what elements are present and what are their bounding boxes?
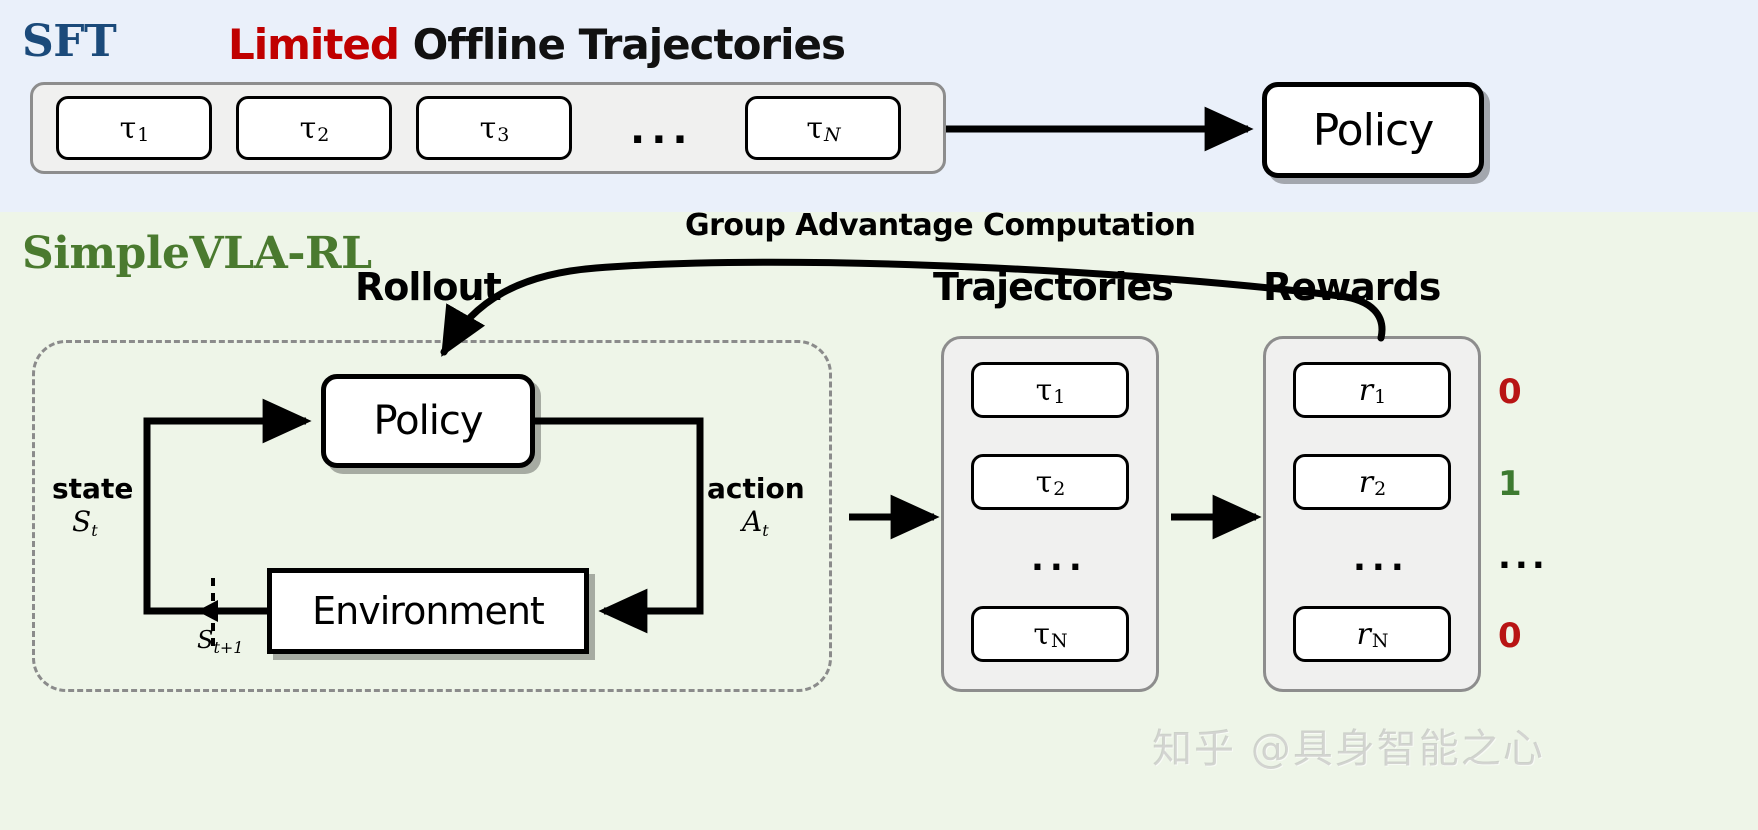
- r-subscript: 1: [1374, 386, 1387, 408]
- tau-subscript: 2: [317, 124, 330, 146]
- tau-symbol: τ: [479, 110, 497, 146]
- rollout-dashed-region: [32, 340, 832, 692]
- action-label: action: [707, 472, 805, 505]
- rewards-label: Rewards: [1263, 265, 1441, 309]
- r-symbol: r: [1358, 464, 1374, 500]
- sft-headline: Limited Offline Trajectories: [228, 20, 846, 69]
- tau-symbol: τ: [1033, 616, 1050, 652]
- reward-value-2: 1: [1498, 464, 1522, 504]
- trajectories-label: Trajectories: [933, 265, 1174, 309]
- action-symbol-letter: A: [742, 505, 763, 538]
- headline-highlight: Limited: [228, 20, 400, 69]
- state-symbol-sub: t: [91, 521, 98, 540]
- rl-policy-box: Policy: [321, 374, 535, 468]
- tau-subscript: 3: [497, 124, 510, 146]
- r-symbol: r: [1358, 372, 1374, 408]
- headline-rest: Offline Trajectories: [398, 20, 846, 69]
- tau-subscript: 2: [1053, 478, 1066, 500]
- state-symbol: St: [72, 505, 98, 540]
- sft-ellipsis: ...: [630, 107, 694, 153]
- r-subscript: 2: [1374, 478, 1387, 500]
- tau-symbol: τ: [1035, 464, 1053, 500]
- tau-subscript: N: [1050, 630, 1068, 652]
- next-state-letter: S: [197, 626, 214, 654]
- group-advantage-label: Group Advantage Computation: [685, 208, 1196, 243]
- rollout-label: Rollout: [355, 265, 502, 309]
- state-symbol-letter: S: [72, 505, 92, 538]
- watermark: 知乎 @具身智能之心: [1152, 726, 1545, 772]
- tau-symbol: τ: [299, 110, 317, 146]
- reward-value-ellipsis: ...: [1498, 537, 1549, 577]
- reward-value-n: 0: [1498, 616, 1522, 656]
- environment-box: Environment: [267, 568, 589, 654]
- sft-policy-box: Policy: [1262, 82, 1484, 178]
- action-symbol: At: [742, 505, 769, 540]
- next-state-symbol: St+1: [197, 626, 244, 657]
- rl-section-title: SimpleVLA-RL: [22, 228, 372, 279]
- action-symbol-sub: t: [762, 521, 769, 540]
- reward-value-1: 0: [1498, 372, 1522, 412]
- tau-symbol: τ: [119, 110, 137, 146]
- tau-subscript: N: [823, 124, 841, 146]
- rl-trajectory-ellipsis: ...: [1031, 539, 1088, 579]
- rl-reward-ellipsis: ...: [1353, 539, 1410, 579]
- tau-symbol: τ: [806, 110, 823, 146]
- sft-section-title: SFT: [22, 16, 117, 67]
- state-label: state: [52, 472, 134, 505]
- r-symbol: r: [1356, 616, 1371, 652]
- next-state-sub: t+1: [213, 638, 244, 657]
- tau-subscript: 1: [137, 124, 150, 146]
- tau-symbol: τ: [1035, 372, 1053, 408]
- r-subscript: N: [1371, 630, 1389, 652]
- tau-subscript: 1: [1053, 386, 1066, 408]
